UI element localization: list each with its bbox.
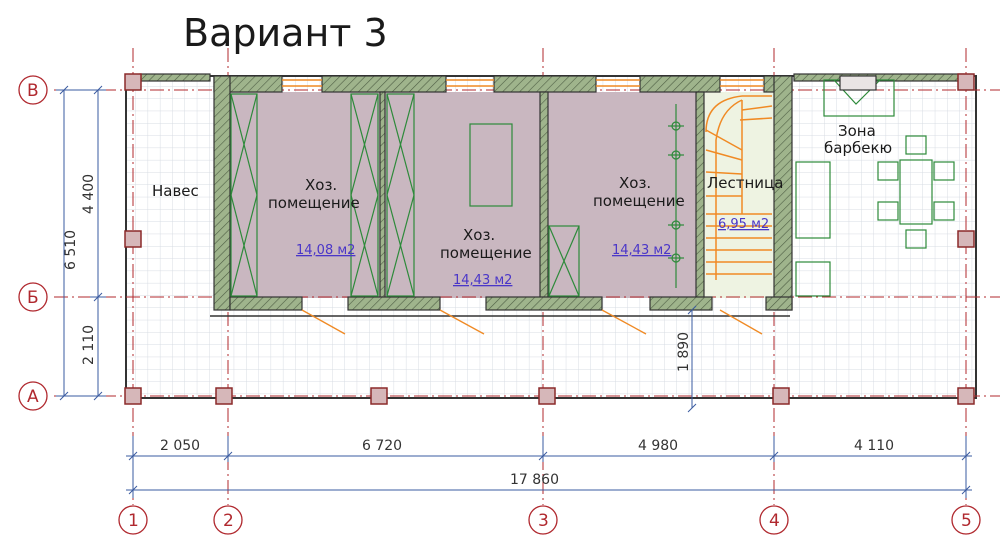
wall-segment: [321, 75, 447, 93]
column: [957, 230, 975, 248]
dim-horiz-total: 17 860: [510, 472, 559, 488]
dim-vert-bottom: 2 110: [81, 325, 97, 365]
column: [124, 230, 142, 248]
wall-segment: [485, 296, 603, 311]
column: [124, 387, 142, 405]
wall-segment: [213, 75, 231, 311]
axis-label-col-1: 1: [128, 511, 139, 531]
wall-segment: [695, 91, 705, 299]
shelving-racks: [230, 93, 684, 297]
label-room1-l1: Хоз.: [305, 176, 337, 194]
walls: [139, 73, 965, 317]
vertical-dimensions: [56, 85, 697, 413]
wall-segment: [639, 75, 721, 93]
wall-segment: [229, 296, 303, 311]
column: [370, 387, 388, 405]
wall-segment: [347, 296, 441, 311]
wall-segment: [139, 73, 211, 82]
column: [215, 387, 233, 405]
label-bbq-l1: Зона: [838, 122, 876, 140]
doors: [301, 309, 763, 335]
windows: [282, 79, 764, 87]
label-stair: Лестница: [707, 174, 783, 192]
dim-vert-top: 4 400: [81, 174, 97, 214]
area-stair: 6,95 м2: [718, 217, 769, 232]
area-room3: 14,43 м2: [612, 243, 671, 258]
label-naves: Навес: [152, 182, 199, 200]
dim-stair-offset: 1 890: [676, 332, 692, 372]
axis-label-col-5: 5: [961, 511, 972, 531]
wall-segment: [773, 75, 793, 311]
bbq-furniture: [795, 75, 955, 297]
dim-horiz-3: 4 980: [638, 438, 678, 454]
column: [538, 387, 556, 405]
plan-title: Вариант 3: [183, 11, 388, 55]
column: [957, 387, 975, 405]
dim-horiz-2: 6 720: [362, 438, 402, 454]
dim-horiz-4: 4 110: [854, 438, 894, 454]
wall-segment: [539, 91, 549, 299]
columns: [124, 73, 975, 405]
axis-label-row-b: Б: [27, 288, 39, 308]
staircase: [705, 95, 773, 280]
horizontal-dimensions: [126, 436, 972, 498]
label-room2-l2: помещение: [440, 244, 532, 262]
column: [772, 387, 790, 405]
column: [957, 73, 975, 91]
label-room2-l1: Хоз.: [463, 226, 495, 244]
wall-segment: [493, 75, 597, 93]
area-room1: 14,08 м2: [296, 243, 355, 258]
wall-segment: [379, 91, 386, 299]
dim-vert-total: 6 510: [63, 230, 79, 270]
label-room3-l2: помещение: [593, 192, 685, 210]
axis-label-col-3: 3: [538, 511, 549, 531]
label-room3-l1: Хоз.: [619, 174, 651, 192]
room-fill-stair: [704, 92, 774, 298]
label-bbq-l2: барбекю: [824, 139, 892, 157]
axis-label-row-a: А: [27, 387, 39, 407]
axis-label-col-2: 2: [223, 511, 234, 531]
label-room1-l2: помещение: [268, 194, 360, 212]
room-labels: Навес Хоз. помещение 14,08 м2 Хоз. помещ…: [152, 122, 892, 288]
axis-bubbles: [18, 75, 981, 535]
axis-label-col-4: 4: [769, 511, 780, 531]
axis-label-row-v: В: [27, 81, 39, 101]
column: [124, 73, 142, 91]
wall-segment: [649, 296, 713, 311]
dim-horiz-1: 2 050: [160, 438, 200, 454]
area-room2: 14,43 м2: [453, 273, 512, 288]
wall-segment: [765, 296, 793, 311]
